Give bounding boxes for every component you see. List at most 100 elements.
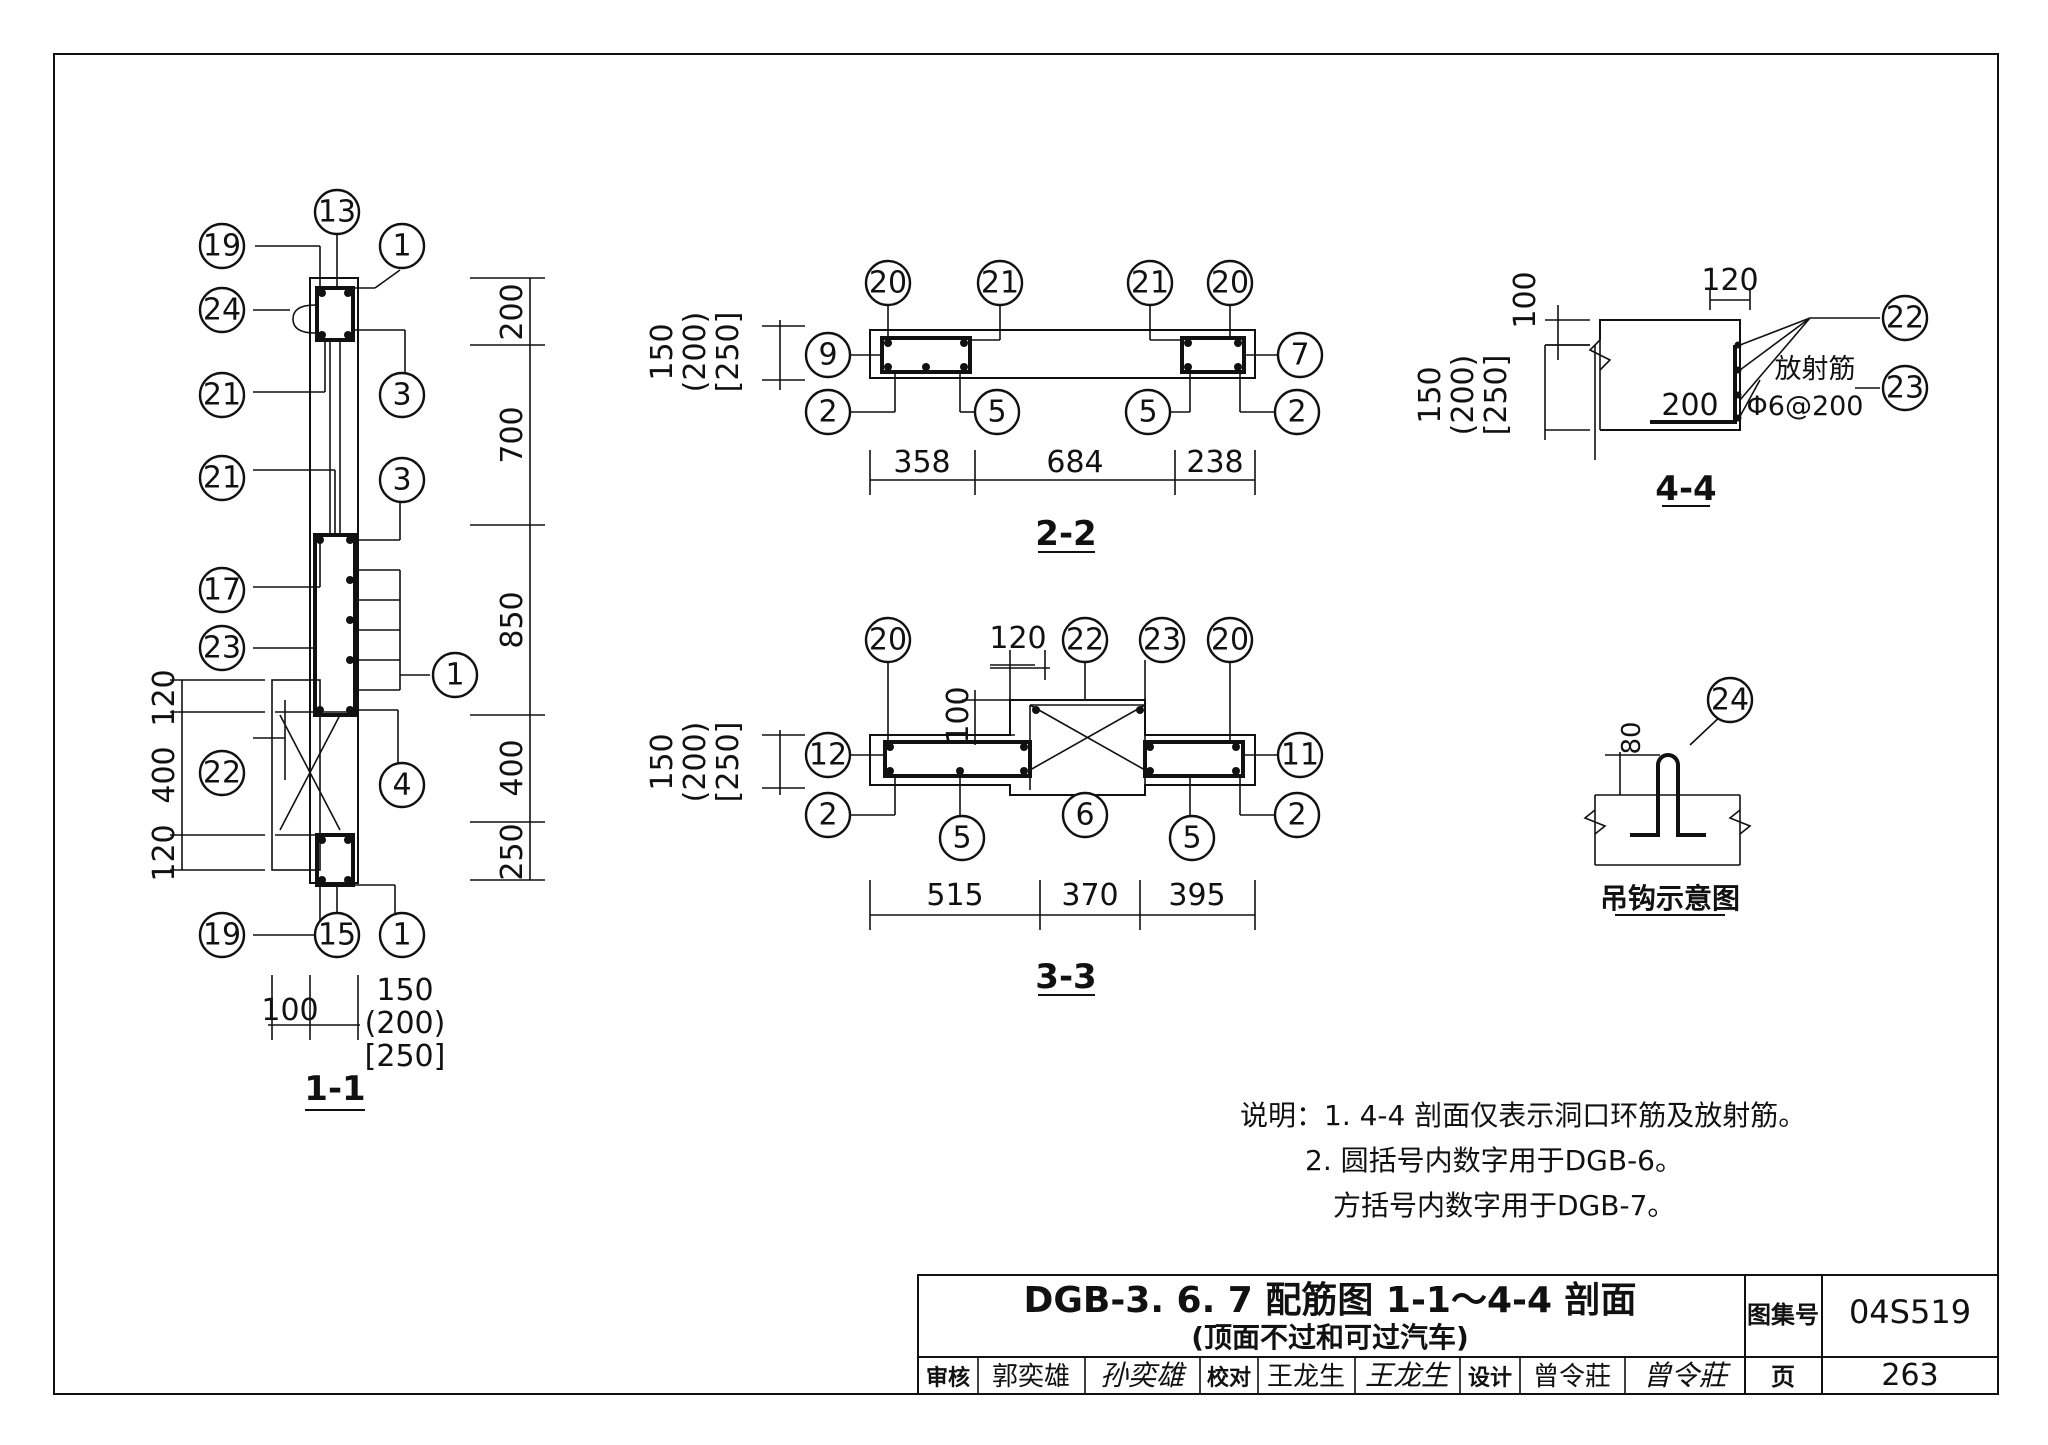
- dim-label: 100: [1508, 271, 1543, 328]
- dim-label: 400: [495, 739, 530, 796]
- callout-label: 7: [1290, 338, 1309, 373]
- callout-label: 20: [1211, 623, 1249, 658]
- callout: 22: [1881, 294, 1929, 342]
- dim-label: 150: [645, 323, 680, 380]
- callout: 4: [378, 761, 426, 809]
- callout: 1: [378, 911, 426, 959]
- callout-label: 5: [1138, 395, 1157, 430]
- callouts-3-3: 20 22 23 20 12 11 2 5 6 5 2: [804, 616, 1324, 862]
- callout-label: 1: [392, 229, 411, 264]
- dim-label: 80: [1617, 721, 1647, 754]
- callout: 17: [198, 566, 246, 614]
- callout: 22: [1061, 616, 1109, 664]
- callout-label: 2: [818, 798, 837, 833]
- callout-label: 3: [392, 463, 411, 498]
- callout-label: 21: [1131, 266, 1169, 301]
- dim-label: (200): [1446, 355, 1481, 436]
- drawing-subtitle: (顶面不过和可过汽车): [1191, 1321, 1469, 1354]
- dim-label: 684: [1046, 445, 1103, 480]
- callout-label: 3: [392, 378, 411, 413]
- callout: 20: [864, 259, 912, 307]
- section-4-4: [1544, 290, 1880, 507]
- dim-label: 370: [1061, 878, 1118, 913]
- callout: 2: [1273, 388, 1321, 436]
- callout-label: 19: [203, 229, 241, 264]
- dim-label: 120: [1701, 263, 1758, 298]
- page-number: 263: [1881, 1358, 1938, 1393]
- callouts-1-1: 13 19 1 24 3 21 21 3 17 1 23 22 4 19 15 …: [198, 188, 479, 959]
- callout: 5: [1124, 388, 1172, 436]
- callout: 11: [1276, 731, 1324, 779]
- callout: 20: [1206, 259, 1254, 307]
- callout: 21: [1126, 259, 1174, 307]
- callout-label: 17: [203, 573, 241, 608]
- dim-label: 150: [645, 733, 680, 790]
- callout-label: 6: [1075, 798, 1094, 833]
- dim-label: 515: [926, 878, 983, 913]
- reviewer-signature: 孙奕雄: [1100, 1359, 1187, 1392]
- callout-label: 1: [392, 918, 411, 953]
- dim-label: 120: [147, 669, 182, 726]
- dims-1-1: 200 700 850 400 250 120 400 120 100 150 …: [147, 283, 530, 1109]
- callout-label: 11: [1281, 738, 1319, 773]
- dim-label: 150: [376, 973, 433, 1008]
- callout-label: 22: [203, 756, 241, 791]
- callout-label: 23: [1886, 371, 1924, 406]
- dim-label: (200): [678, 722, 713, 803]
- dim-label: 200: [1661, 388, 1718, 423]
- atlas-label: 图集号: [1747, 1301, 1819, 1329]
- callout-label: 2: [818, 395, 837, 430]
- callout-label: 24: [1711, 683, 1749, 718]
- callout-label: 24: [203, 293, 241, 328]
- section-title: 1-1: [304, 1069, 365, 1109]
- dim-label: 100: [941, 686, 976, 743]
- callout: 24: [1706, 676, 1754, 724]
- callout: 1: [431, 651, 479, 699]
- section-title: 4-4: [1655, 469, 1716, 509]
- callout-label: 23: [1143, 623, 1181, 658]
- callout-label: 20: [1211, 266, 1249, 301]
- reviewer-name: 郭奕雄: [992, 1362, 1070, 1392]
- dim-label: [250]: [365, 1039, 446, 1074]
- callout: 2: [1273, 791, 1321, 839]
- callout-label: 4: [392, 768, 411, 803]
- labels-4-4: 22 23 100 120 150 (200) [250] 200 放射筋 Φ6…: [1413, 263, 1929, 509]
- review-label: 审核: [926, 1365, 970, 1391]
- section-3-3: [762, 650, 1278, 996]
- dim-label: 250: [495, 823, 530, 880]
- callout: 7: [1276, 331, 1324, 379]
- callout: 22: [198, 749, 246, 797]
- dim-label: [250]: [711, 312, 746, 393]
- checker-name: 王龙生: [1267, 1362, 1345, 1392]
- callout: 15: [313, 911, 361, 959]
- dim-label: 700: [495, 406, 530, 463]
- callout: 21: [198, 454, 246, 502]
- callout: 9: [804, 331, 852, 379]
- callout: 12: [804, 731, 852, 779]
- dim-label: 395: [1168, 878, 1225, 913]
- callout: 1: [378, 222, 426, 270]
- callout-label: 22: [1886, 301, 1924, 336]
- callout: 3: [378, 456, 426, 504]
- dim-label: [250]: [1479, 355, 1514, 436]
- dim-label: 358: [893, 445, 950, 480]
- section-title: 3-3: [1035, 957, 1096, 997]
- callout: 21: [198, 371, 246, 419]
- callout-label: 2: [1287, 395, 1306, 430]
- callout: 2: [804, 388, 852, 436]
- callout-label: 20: [869, 623, 907, 658]
- title-block-text: DGB-3. 6. 7 配筋图 1-1～4-4 剖面 (顶面不过和可过汽车) 图…: [926, 1280, 1971, 1393]
- callout: 20: [864, 616, 912, 664]
- callout-label: 13: [318, 195, 356, 230]
- callouts-2-2: 20 21 21 20 9 7 2 5 5 2: [804, 259, 1324, 436]
- callout: 3: [378, 371, 426, 419]
- title-block: [917, 1274, 1999, 1395]
- callout-label: 23: [203, 631, 241, 666]
- callout: 5: [1168, 814, 1216, 862]
- dims-2-2: 150 (200) [250] 358 684 238 2-2: [645, 312, 1244, 554]
- callout-label: 22: [1066, 623, 1104, 658]
- callout: 23: [1881, 364, 1929, 412]
- dims-3-3: 150 (200) [250] 120 100 515 370 395 3-3: [645, 621, 1226, 997]
- dim-label: 120: [989, 621, 1046, 656]
- hook-diagram: [1583, 711, 1752, 916]
